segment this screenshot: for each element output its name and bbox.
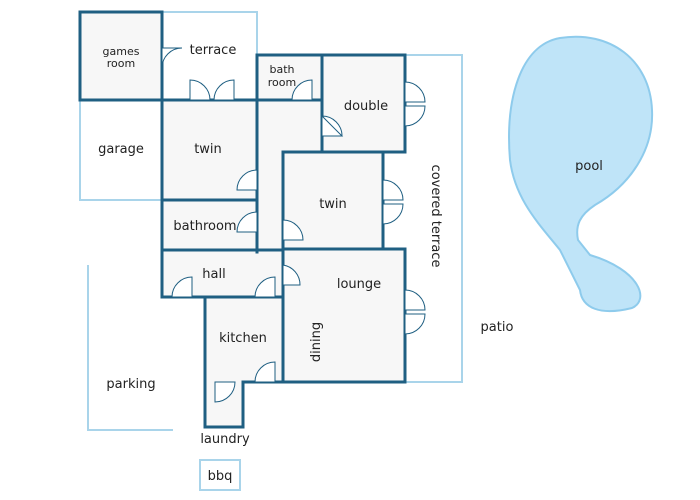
door-kitchen-outside — [254, 361, 276, 383]
door-twin-terrace-b — [382, 203, 404, 225]
label-twin-right: twin — [319, 197, 347, 212]
games-room-fill — [80, 12, 162, 100]
bbq-outline — [199, 459, 241, 491]
label-twin-left: twin — [194, 142, 222, 157]
door-lounge-terrace-b — [404, 313, 426, 335]
label-kitchen: kitchen — [219, 331, 267, 346]
door-bath-room — [291, 79, 313, 101]
label-pool: pool — [575, 159, 603, 174]
label-patio: patio — [481, 320, 514, 335]
door-terrace-right — [213, 79, 235, 101]
label-hall: hall — [202, 267, 225, 282]
pool-shape — [508, 35, 654, 313]
door-twin-left — [236, 169, 258, 191]
parking-outline — [87, 265, 173, 431]
doors — [161, 47, 426, 403]
label-parking: parking — [106, 377, 155, 392]
label-games-room-1: games — [103, 45, 140, 58]
door-hall-lounge — [282, 264, 301, 286]
label-lounge: lounge — [337, 277, 381, 292]
label-laundry: laundry — [200, 432, 250, 447]
door-bathroom — [236, 211, 258, 233]
label-double: double — [344, 99, 388, 114]
door-double-terrace-a — [404, 81, 426, 103]
label-covered-terrace: covered terrace — [428, 165, 443, 268]
door-twin-right — [282, 219, 304, 241]
door-twin-terrace-a — [382, 179, 404, 201]
door-double-terrace-b — [404, 105, 426, 127]
door-laundry — [214, 381, 236, 403]
door-games-terrace — [161, 47, 183, 69]
label-dining: dining — [309, 322, 324, 362]
label-garage: garage — [98, 142, 144, 157]
label-bath-room-1: bath — [269, 63, 294, 76]
door-hall-kitchen — [254, 276, 276, 298]
door-lounge-terrace-a — [404, 289, 426, 311]
label-bathroom: bathroom — [173, 219, 236, 234]
label-bath-room-2: room — [268, 76, 296, 89]
label-terrace: terrace — [190, 43, 237, 58]
door-double — [321, 114, 344, 137]
door-hall-entry — [171, 276, 193, 298]
door-terrace-left — [189, 79, 211, 101]
label-bbq: bbq — [208, 469, 233, 484]
lounge-fill — [283, 249, 405, 382]
garage-outline — [79, 100, 162, 201]
label-games-room-2: room — [107, 57, 135, 70]
